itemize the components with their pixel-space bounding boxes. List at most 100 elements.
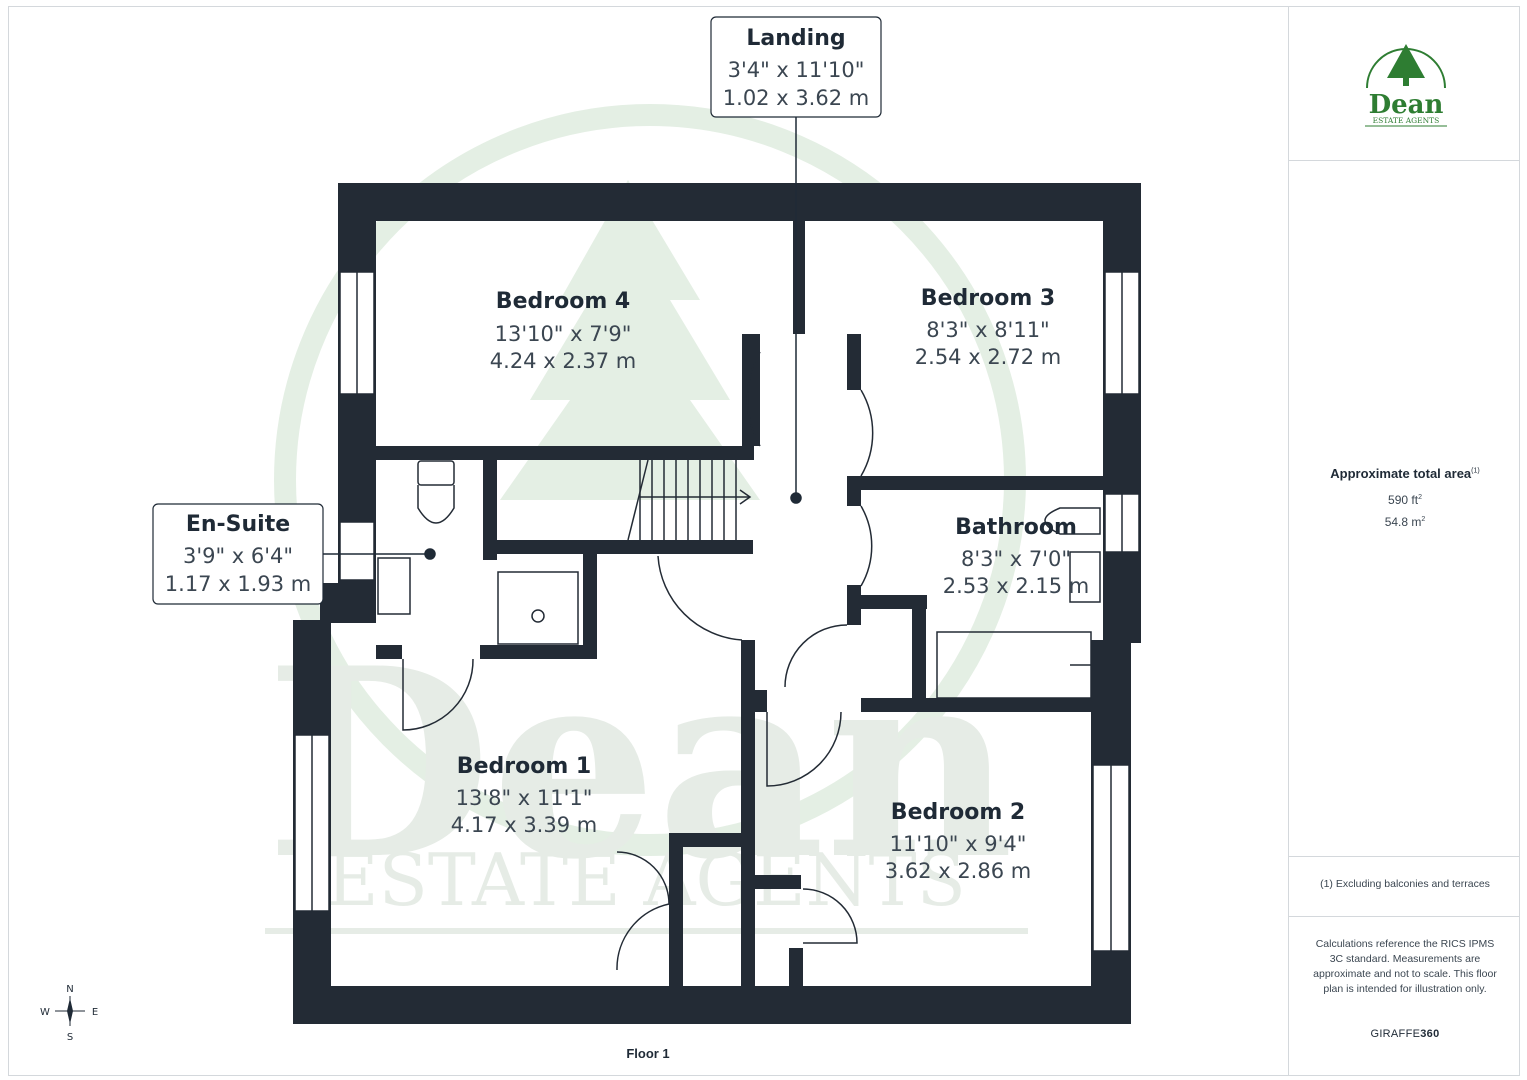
page-frame (8, 6, 1520, 1076)
room-imperial: 8'3" x 7'0" (961, 547, 1071, 571)
door-bed4 (746, 351, 761, 447)
room-label-bedroom-3: Bedroom 3 8'3" x 8'11" 2.54 x 2.72 m (915, 286, 1061, 369)
wall-bath-inner (847, 595, 927, 609)
callout-leaders (323, 117, 802, 560)
cupboard-door-bed2 (802, 888, 858, 944)
sink-ensuite (377, 557, 411, 615)
sink-bathroom (1069, 551, 1101, 603)
area-ft-power: 2 (1418, 494, 1422, 501)
compass-s: S (67, 1032, 73, 1043)
room-label-bathroom: Bathroom 8'3" x 7'0" 2.53 x 2.15 m (943, 515, 1089, 598)
room-imperial: 11'10" x 9'4" (890, 832, 1027, 856)
area-footnote-mark: (1) (1471, 467, 1480, 475)
door-bed1 (657, 555, 743, 641)
watermark-underline (265, 928, 1028, 934)
wall-bed1-bed2 (741, 640, 755, 986)
wall-bed4-south (376, 446, 754, 460)
landing-imperial: 3'4" x 11'10" (728, 58, 865, 82)
room-name: Bedroom 3 (921, 286, 1055, 311)
door-bed2 (766, 711, 842, 787)
compass-n: N (66, 984, 73, 995)
wall-cupboard1-top (669, 833, 741, 847)
wall-bed3-south (847, 476, 1103, 490)
compass-e: E (92, 1007, 98, 1018)
toilet-bathroom (1044, 507, 1101, 535)
window-ensuite (339, 521, 375, 581)
room-imperial: 8'3" x 8'11" (926, 318, 1049, 342)
wall-bath-south (861, 698, 1091, 712)
landing-callout: Landing 3'4" x 11'10" 1.02 x 3.62 m (710, 16, 882, 118)
area-title-text: Approximate total area (1330, 466, 1472, 481)
watermark-tagline: ESTATE AGENTS (326, 838, 966, 922)
room-metric: 2.53 x 2.15 m (943, 574, 1089, 598)
watermark-name: Dean (266, 612, 1014, 917)
ensuite-callout: En-Suite 3'9" x 6'4" 1.17 x 1.93 m (152, 503, 324, 605)
room-label-bedroom-2: Bedroom 2 11'10" x 9'4" 3.62 x 2.86 m (885, 800, 1031, 883)
sidebar-divider (1289, 856, 1520, 857)
wall-cupboard1-side (669, 833, 683, 986)
wall-bath-nw (847, 476, 861, 506)
toilet-cistern-ensuite (417, 460, 455, 486)
area-m-power: 2 (1421, 516, 1426, 523)
room-metric: 4.24 x 2.37 m (490, 349, 636, 373)
wall-ensuite-south-b (480, 645, 597, 659)
wall-landing-nw (742, 334, 760, 446)
ensuite-metric: 1.17 x 1.93 m (165, 572, 311, 596)
room-metric: 4.17 x 3.39 m (451, 813, 597, 837)
room-name: Bedroom 4 (496, 289, 630, 314)
door-bed3 (860, 389, 874, 477)
door-bathroom-lower (784, 624, 848, 688)
ensuite-name: En-Suite (186, 512, 290, 537)
area-ft-value: 590 ft (1388, 493, 1419, 507)
brand-light: GIRAFFE (1370, 1028, 1421, 1040)
landing-metric: 1.02 x 3.62 m (723, 86, 869, 110)
wall-stair-west (483, 460, 497, 560)
area-title: Approximate total area(1) (1289, 466, 1521, 481)
tree-icon (1387, 44, 1425, 78)
wall-landing-ne (847, 334, 861, 390)
room-metric: 2.54 x 2.72 m (915, 345, 1061, 369)
watermark-tree-icon (500, 180, 760, 500)
wall-cupboard2-side (789, 948, 803, 986)
floor-label: Floor 1 (626, 1046, 670, 1061)
wall-ensuite-east (583, 554, 597, 658)
room-label-bedroom-4: Bedroom 4 13'10" x 7'9" 4.24 x 2.37 m (490, 289, 636, 373)
area-ft: 590 ft2 (1289, 493, 1521, 507)
room-name: Bathroom (955, 515, 1077, 540)
disclaimer: Calculations reference the RICS IPMS 3C … (1313, 938, 1497, 995)
wall-ensuite-south-a (376, 645, 402, 659)
room-imperial: 13'10" x 7'9" (495, 322, 632, 346)
wall-north (338, 183, 1141, 221)
ensuite-imperial: 3'9" x 6'4" (183, 544, 293, 568)
wall-stair-south (483, 540, 753, 554)
wall-west-step (320, 583, 376, 623)
landing-marker (790, 492, 802, 504)
room-label-bedroom-1: Bedroom 1 13'8" x 11'1" 4.17 x 3.39 m (451, 754, 597, 837)
area-m-value: 54.8 m (1384, 515, 1422, 529)
shower-drain-icon (531, 609, 545, 623)
landing-name: Landing (746, 26, 845, 51)
area-m: 54.8 m2 (1289, 515, 1521, 529)
compass-icon: N S E W (40, 984, 98, 1043)
giraffe360-brand: GIRAFFE360 (1289, 1028, 1521, 1040)
cupboard-doors-bed1 (616, 851, 670, 971)
watermark: Dean ESTATE AGENTS (265, 104, 1028, 934)
floor-plan: Dean ESTATE AGENTS (40, 16, 1141, 1043)
shower-tray (497, 571, 579, 645)
fixtures (377, 351, 1101, 971)
windows (294, 271, 1140, 952)
wall-south (293, 986, 1131, 1024)
brand-bold: 360 (1420, 1028, 1440, 1040)
area-footnote: (1) Excluding balconies and terraces (1320, 878, 1490, 890)
ensuite-marker (424, 548, 436, 560)
wall-bed2-nw (755, 690, 767, 712)
dean-logo: Dean ESTATE AGENTS (1365, 44, 1447, 127)
toilet-ensuite (417, 485, 455, 524)
compass-w: W (40, 1007, 50, 1018)
door-ensuite (402, 658, 474, 731)
room-imperial: 13'8" x 11'1" (456, 786, 593, 810)
door-bath (860, 505, 873, 587)
sidebar-divider (1289, 160, 1520, 161)
sidebar-divider (1289, 916, 1520, 917)
wall-east-upper (1103, 183, 1141, 643)
